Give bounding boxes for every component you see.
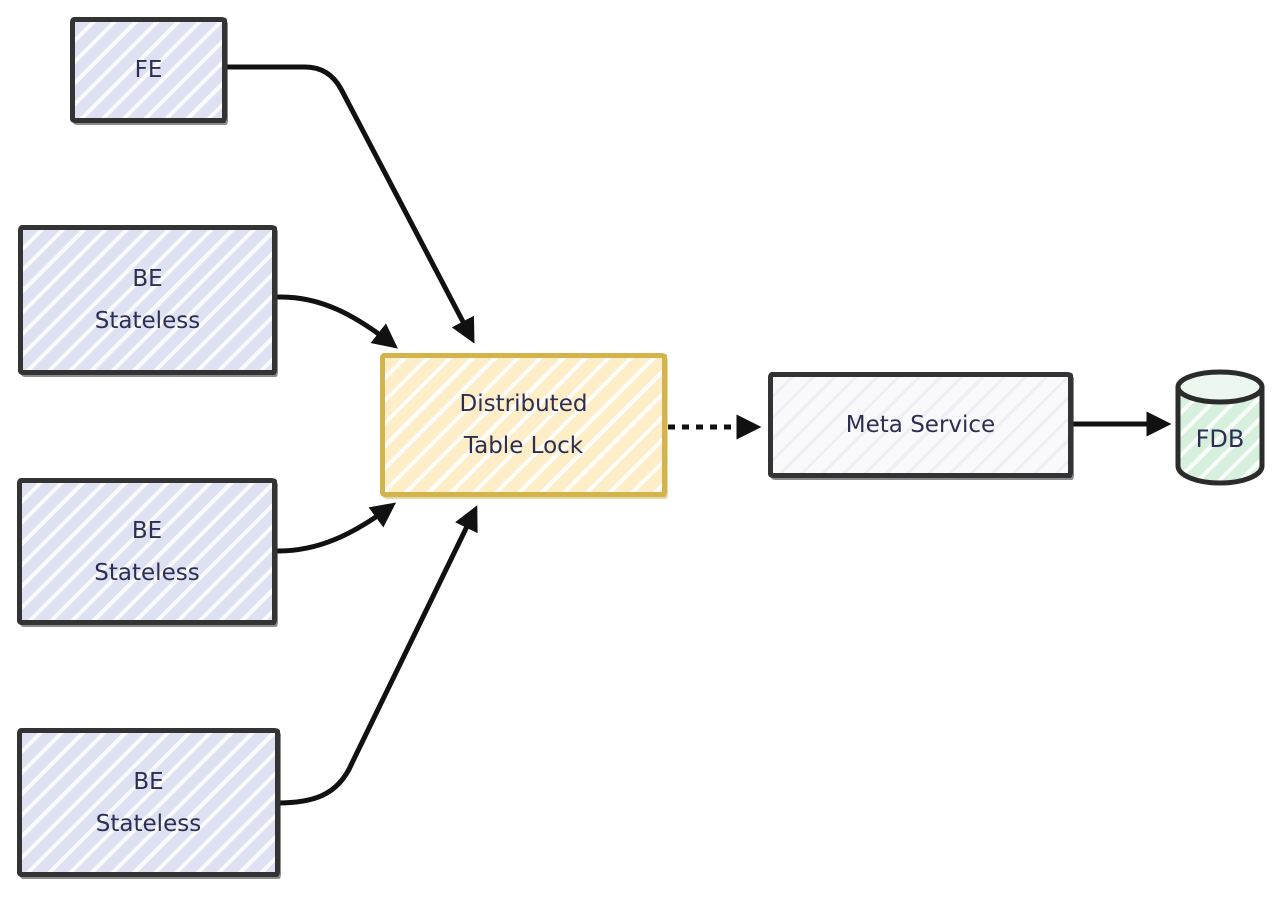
node-be-stateless-1: BE Stateless bbox=[18, 225, 277, 375]
node-be-stateless-3: BE Stateless bbox=[17, 728, 280, 877]
node-meta-label: Meta Service bbox=[845, 412, 996, 438]
edge-be2-to-lock bbox=[275, 502, 397, 554]
edge-be3-to-lock bbox=[274, 505, 478, 806]
edge-fe-to-lock bbox=[225, 64, 475, 344]
node-distributed-table-lock: Distributed Table Lock bbox=[380, 353, 667, 497]
fdb-label: FDB bbox=[1196, 425, 1245, 453]
node-be1-label-line1: BE bbox=[132, 266, 163, 292]
node-be-stateless-2: BE Stateless bbox=[17, 478, 277, 625]
fdb-cylinder-body bbox=[1175, 384, 1265, 486]
edge-be1-to-lock bbox=[275, 294, 398, 349]
node-be2-label-line2: Stateless bbox=[94, 559, 200, 586]
node-meta-service: Meta Service bbox=[768, 372, 1073, 478]
node-lock-label-line2: Table Lock bbox=[463, 433, 584, 459]
node-fe-label: FE bbox=[134, 57, 163, 83]
node-fdb: FDB bbox=[1175, 369, 1265, 486]
node-lock-label-line1: Distributed bbox=[459, 391, 588, 417]
node-be2-label-line1: BE bbox=[131, 517, 163, 544]
node-be3-label-line1: BE bbox=[133, 768, 164, 795]
node-fe: FE bbox=[70, 17, 227, 123]
node-be3-label-line2: Stateless bbox=[95, 810, 202, 837]
node-be1-label-line2: Stateless bbox=[94, 308, 201, 334]
fdb-cylinder-top bbox=[1175, 369, 1265, 405]
